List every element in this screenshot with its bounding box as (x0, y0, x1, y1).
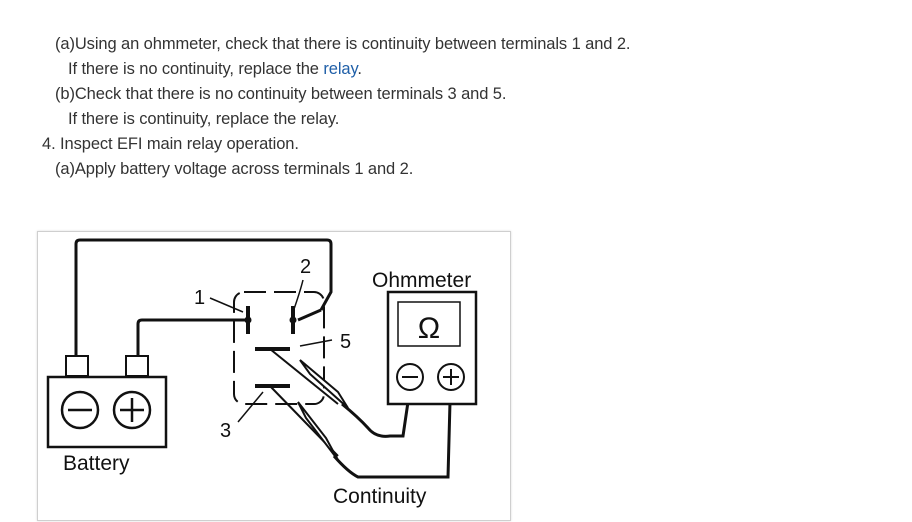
probe-3-body (297, 401, 339, 461)
terminal-1-dot (244, 316, 252, 324)
step-a-remedy-text: If there is no continuity, replace the r… (68, 59, 362, 79)
probe-5-lead (341, 401, 410, 438)
ohm-symbol: Ω (418, 312, 440, 345)
ohmmeter-label: Ohmmeter (372, 269, 471, 292)
relay-link[interactable]: relay (323, 60, 358, 78)
terminal-1-label: 1 (194, 287, 205, 309)
probe-3-lead (332, 401, 452, 479)
terminal-5-leader (299, 339, 333, 347)
relay-diagram-svg: Ω 1 2 5 3 Ohmmeter Battery Continuity (46, 238, 478, 508)
step-b-remedy-text: If there is continuity, replace the rela… (68, 110, 340, 128)
continuity-label: Continuity (333, 485, 427, 508)
terminal-3-leader (237, 391, 264, 423)
step-4a-text: (a)Apply battery voltage across terminal… (55, 160, 414, 178)
terminal-2-dot (289, 316, 297, 324)
step-4-heading: 4. Inspect EFI main relay operation. (42, 135, 299, 153)
terminal-5-label: 5 (340, 331, 351, 353)
terminal-3-label: 3 (220, 420, 231, 442)
terminal-2-leader (292, 279, 304, 313)
battery-positive-post (125, 355, 149, 377)
relay-inspection-diagram: Ω 1 2 5 3 Ohmmeter Battery Continuity (37, 231, 511, 521)
step-a-continuity-text: (a)Using an ohmmeter, check that there i… (55, 35, 631, 53)
battery-negative-post (65, 355, 89, 377)
step-a-remedy-suffix: . (357, 60, 362, 78)
step-b-no-continuity-text: (b)Check that there is no continuity bet… (55, 85, 507, 103)
step-a-remedy-prefix: If there is no continuity, replace the (68, 60, 324, 78)
battery-positive-wire (136, 318, 248, 360)
terminal-1-leader (209, 297, 244, 313)
battery-label: Battery (63, 452, 130, 475)
battery-negative-wire (74, 238, 333, 365)
terminal-2-wire (297, 308, 322, 322)
probe-5-tip (269, 348, 339, 405)
relay-body (233, 291, 325, 405)
ohmmeter-display (397, 301, 461, 347)
terminal-2-label: 2 (300, 256, 311, 278)
